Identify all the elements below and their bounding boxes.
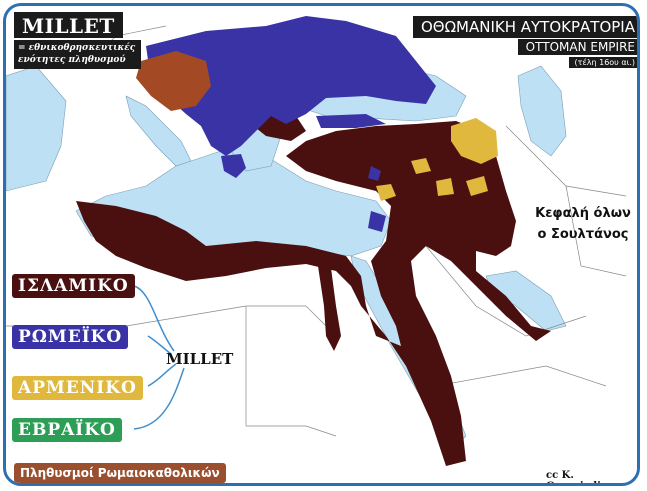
catholic-territory (136, 51, 211, 111)
armenian-territory (376, 118, 498, 201)
header-english-title: OTTOMAN EMPIRE (517, 39, 637, 55)
legend-catholic: Πληθυσμοί Ρωμαιοκαθολικών (14, 463, 226, 483)
caspian-sea (517, 65, 567, 157)
ottoman-map (6, 16, 627, 466)
legend-millet-center: MILLET (166, 350, 234, 368)
map-subtitle: = εθνικοθρησκευτικές ενότητες πληθυσμού (14, 40, 142, 69)
borders (6, 25, 627, 437)
map-title-millet: MILLET (14, 12, 123, 38)
legend-orthodox: ΡΩΜΕΪΚΟ (12, 325, 129, 349)
connector-islamic (133, 285, 175, 352)
header-greek-title: ΟΘΩΜΑΝΙΚΗ ΑΥΤΟΚΡΑΤΟΡΙΑ (412, 16, 637, 38)
credit-text: cc K. Georgiadis (546, 470, 607, 483)
sultan-annotation: Κεφαλή όλων ο Σουλτάνος (528, 203, 637, 245)
connector-orthodox (147, 335, 172, 355)
legend-islamic: ΙΣΛΑΜΙΚΟ (12, 274, 135, 298)
connector-armenian (147, 363, 177, 387)
adriatic-sea (125, 95, 192, 167)
sultan-line1: Κεφαλή όλων (535, 206, 631, 221)
map-frame: MILLET = εθνικοθρησκευτικές ενότητες πλη… (3, 3, 640, 486)
subtitle-line2: ενότητες πληθυσμού (18, 55, 126, 65)
connector-jewish (133, 367, 185, 430)
subtitle-line1: = εθνικοθρησκευτικές (18, 43, 136, 53)
header-date: (τέλη 16ου αι.) (568, 57, 637, 68)
legend-armenian: ΑΡΜΕΝΙΚΟ (12, 376, 143, 400)
orthodox-territory (146, 16, 436, 232)
legend-connectors (133, 285, 185, 430)
legend-jewish: ΕΒΡΑΪΚΟ (12, 418, 122, 442)
sultan-line2: ο Σουλτάνος (537, 227, 629, 242)
